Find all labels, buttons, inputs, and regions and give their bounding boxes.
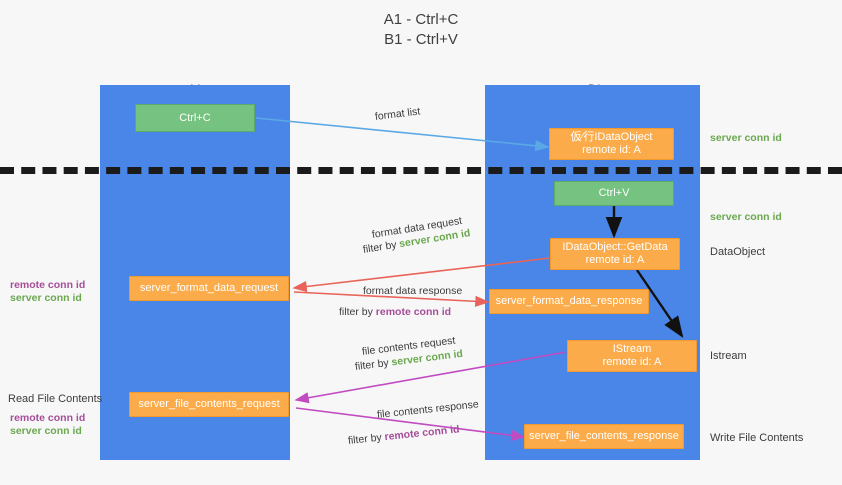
- box-idataobject-getdata-line2: remote id: A: [585, 254, 645, 266]
- box-server-file-contents-response-label: server_file_contents_response: [529, 430, 679, 442]
- filter-prefix: filter by: [362, 238, 401, 256]
- note-server-conn-id-mid: server conn id: [10, 292, 82, 304]
- box-istream-line2: remote id: A: [602, 356, 662, 368]
- box-server-format-data-response[interactable]: server_format_data_response: [489, 289, 649, 314]
- note-write-file-contents: Write File Contents: [710, 432, 804, 444]
- filter-prefix: filter by: [339, 306, 376, 318]
- box-idataobject-top[interactable]: 仮⁄行IDataObject remote id: A: [549, 128, 674, 160]
- box-idataobject-getdata[interactable]: IDataObject::GetData remote id: A: [550, 238, 680, 270]
- box-idataobject-top-line2: remote id: A: [582, 144, 641, 156]
- note-dataobject: DataObject: [710, 246, 766, 258]
- note-server-conn-id-top: server conn id: [710, 132, 782, 144]
- box-idataobject-getdata-line1: IDataObject::GetData: [562, 241, 668, 253]
- label-format-data-response-filter: filter by remote conn id: [339, 305, 451, 319]
- box-server-file-contents-response[interactable]: server_file_contents_response: [524, 424, 684, 449]
- box-server-file-contents-request[interactable]: server_file_contents_request: [129, 392, 289, 417]
- note-server-conn-id-bottom: server conn id: [10, 425, 82, 437]
- filter-prefix: filter by: [347, 431, 386, 447]
- filter-key-remote-conn-id: remote conn id: [375, 306, 452, 318]
- box-ctrl-v-label: Ctrl+V: [598, 187, 630, 199]
- box-server-format-data-response-label: server_format_data_response: [495, 295, 643, 307]
- box-idataobject-top-line1: 仮⁄行IDataObject: [570, 131, 653, 143]
- note-remote-conn-id-mid: remote conn id: [10, 279, 86, 291]
- phase-divider: [0, 167, 842, 174]
- note-remote-conn-id-bottom: remote conn id: [10, 412, 86, 424]
- note-istream: Istream: [710, 350, 747, 362]
- box-ctrl-c[interactable]: Ctrl+C: [135, 104, 255, 132]
- box-server-format-data-request[interactable]: server_format_data_request: [129, 276, 289, 301]
- label-format-list: format list: [374, 105, 421, 123]
- box-ctrl-c-label: Ctrl+C: [179, 111, 211, 124]
- label-file-contents-response: file contents response: [376, 398, 480, 421]
- box-istream-line1: IStream: [612, 343, 652, 355]
- label-format-data-response: format data response: [363, 285, 463, 297]
- note-read-file-contents: Read File Contents: [8, 393, 103, 405]
- filter-key-remote-conn-id: remote conn id: [383, 423, 461, 444]
- box-istream[interactable]: IStream remote id: A: [567, 340, 697, 372]
- label-file-contents-response-filter: filter by remote conn id: [347, 422, 460, 448]
- box-server-format-data-request-label: server_format_data_request: [139, 282, 279, 294]
- box-ctrl-v[interactable]: Ctrl+V: [554, 181, 674, 206]
- filter-prefix: filter by: [354, 356, 393, 373]
- note-server-conn-id-second: server conn id: [710, 211, 782, 223]
- page-title: A1 - Ctrl+C B1 - Ctrl+V: [383, 11, 459, 48]
- box-server-file-contents-request-label: server_file_contents_request: [138, 398, 280, 410]
